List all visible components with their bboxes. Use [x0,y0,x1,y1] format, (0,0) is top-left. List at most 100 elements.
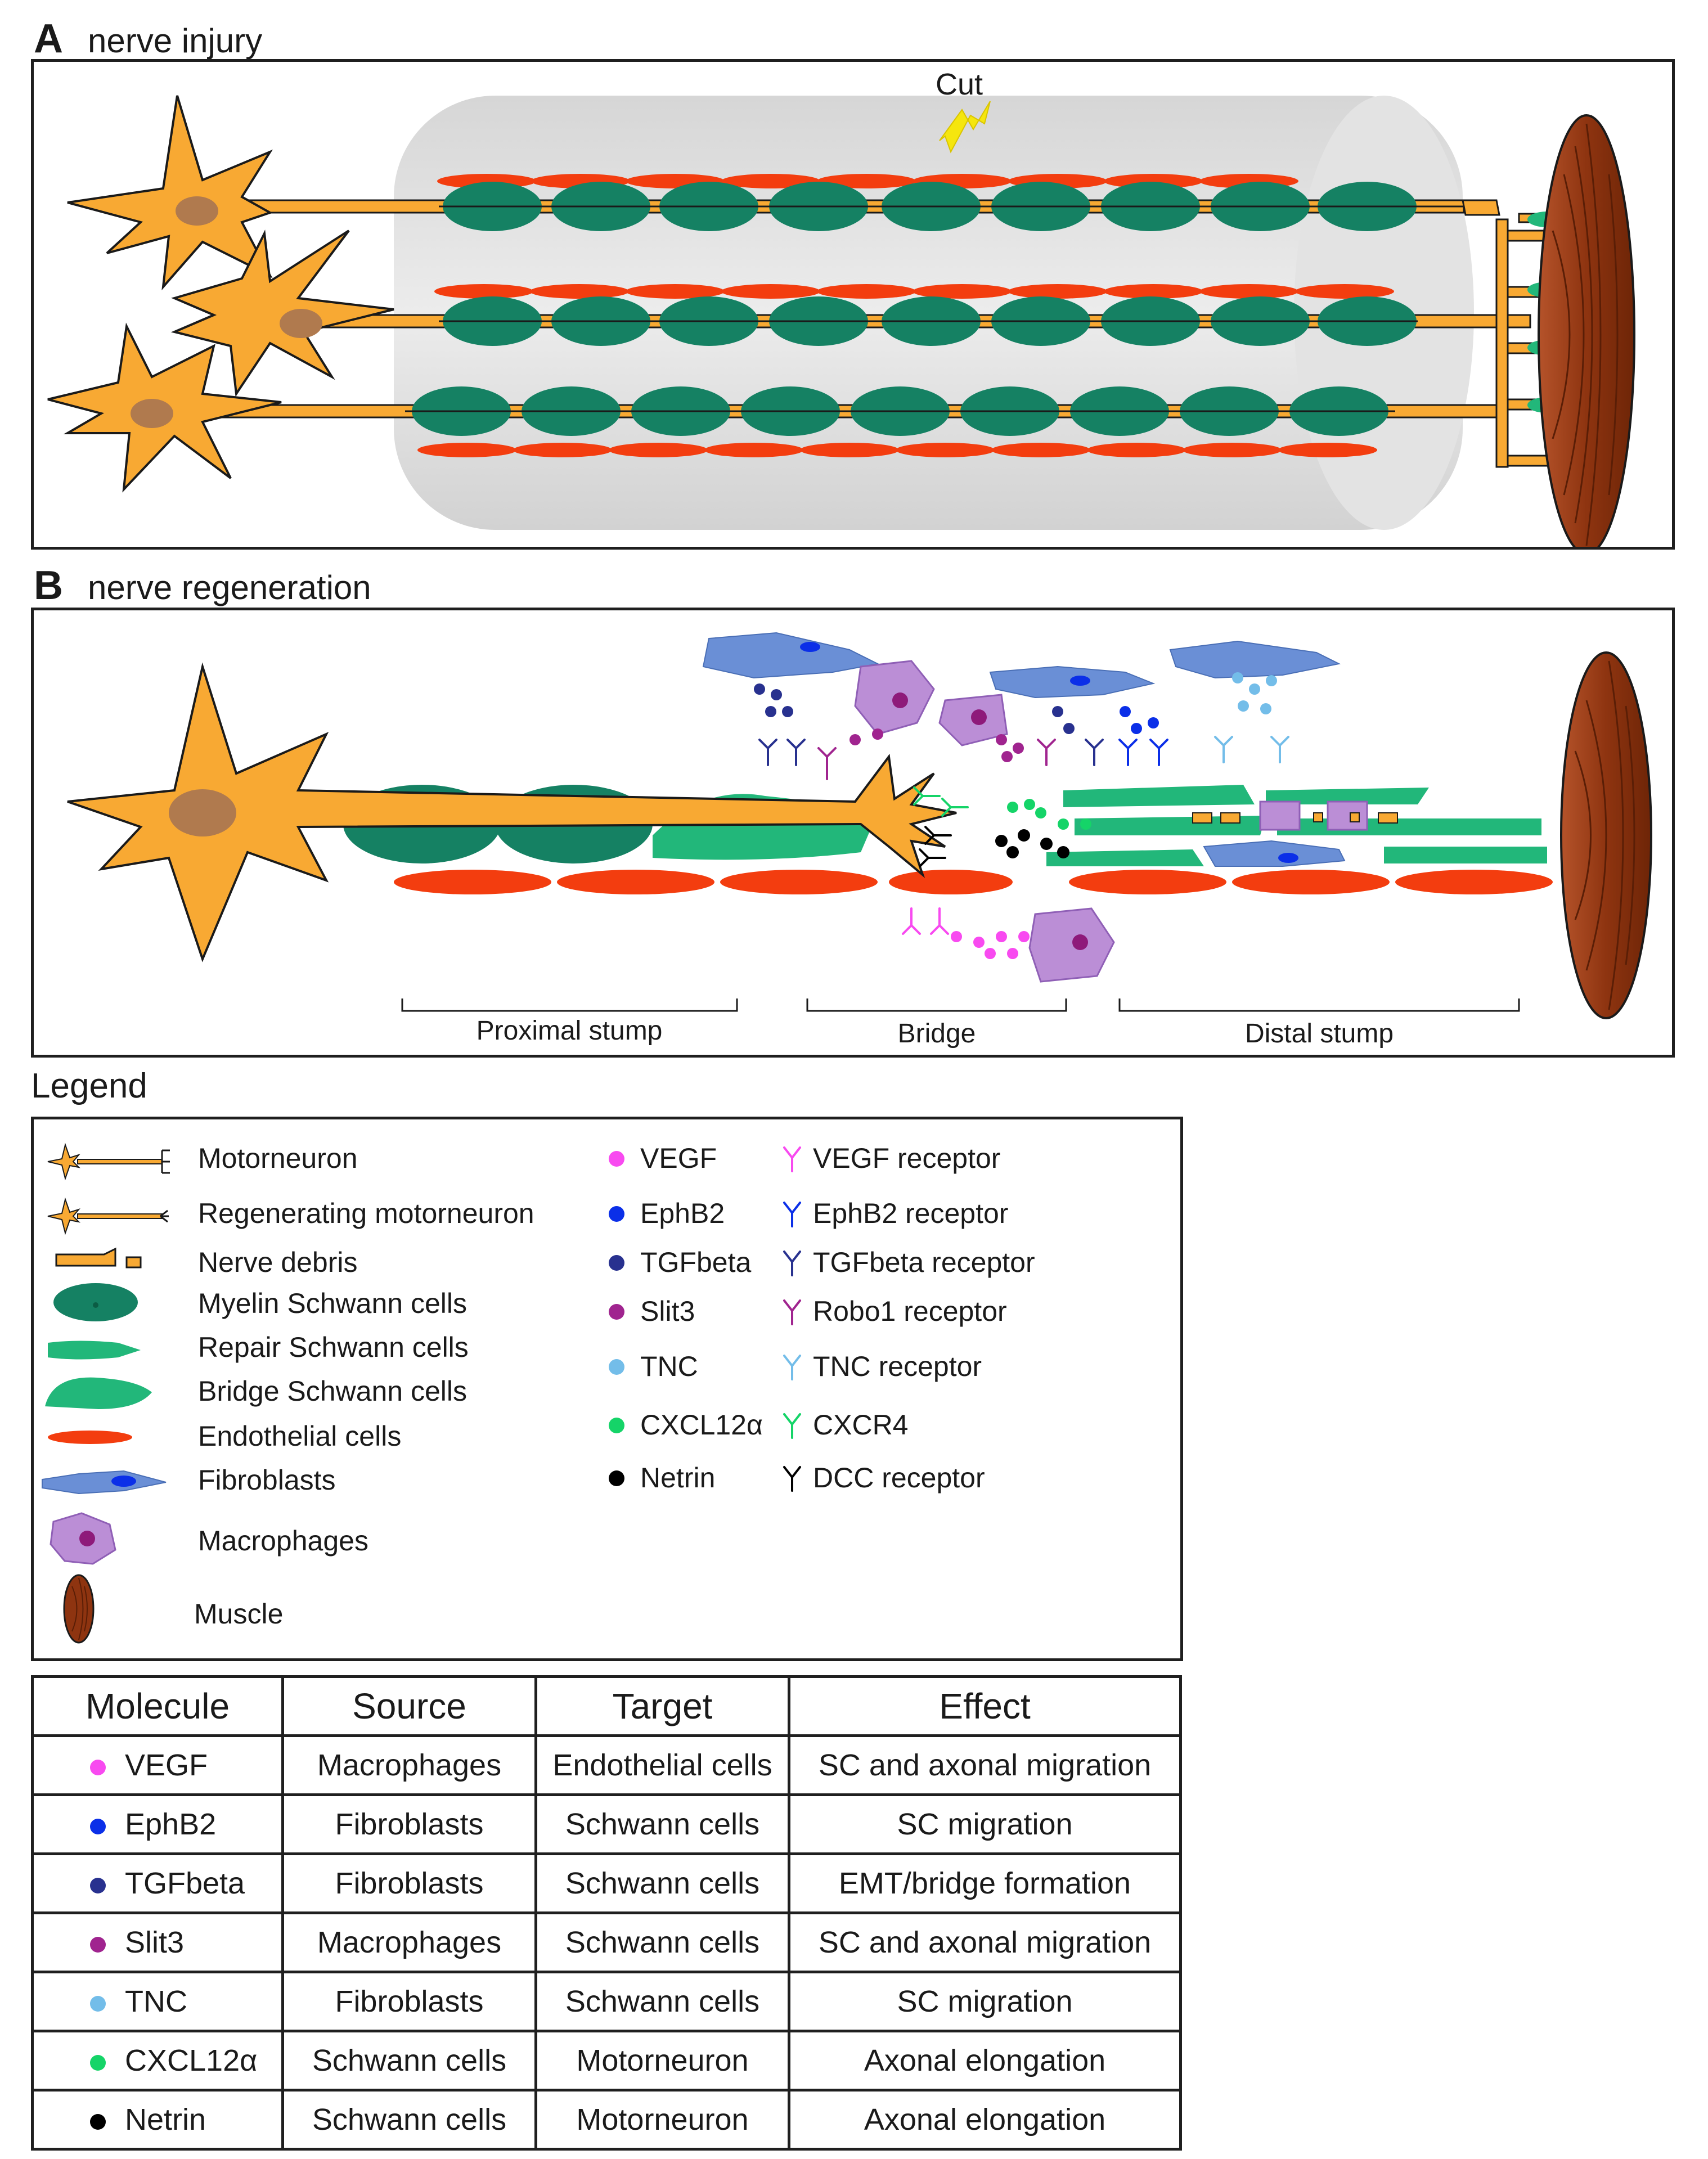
cell-source: Fibroblasts [281,1971,537,2032]
nerve-debris-icon [55,1247,142,1269]
myelin-schwann-cell-icon [53,1283,138,1321]
neuron-nuclei [131,196,322,428]
cell-effect: Axonal elongation [788,2089,1182,2151]
legend-receptor-label: VEGF receptor [813,1143,1001,1174]
cell-effect: Axonal elongation [788,2030,1182,2091]
legend-nerve-debris: Nerve debris [198,1247,358,1278]
ephb2-molecules [1120,706,1159,734]
cell-molecule: TGFbeta [31,1852,284,1914]
vegf-molecules [951,931,1030,959]
nerve-debris [1192,812,1398,824]
legend-regenerating-motorneuron: Regenerating motorneuron [198,1198,534,1229]
cell-target: Schwann cells [534,1852,790,1914]
muscle-icon [1538,114,1635,555]
cell-effect: SC migration [788,1793,1182,1855]
cell-effect: SC migration [788,1971,1182,2032]
molecule-dot [90,1759,106,1775]
panel-b-frame: Proximal stump Bridge Distal stump [31,608,1675,1058]
legend-frame [31,1117,1183,1661]
legend-endothelial-cells: Endothelial cells [198,1420,402,1452]
legend-receptor-icon [783,1251,801,1276]
neuron-nucleus [169,789,236,836]
header-source: Source [281,1675,537,1737]
panel-a-title: nerve injury [88,22,263,60]
endothelial-cells-row [394,870,1553,894]
region-distal-stump: Distal stump [1245,1019,1394,1049]
cell-source: Fibroblasts [281,1852,537,1914]
legend-tgfbeta-label: TGFbeta [640,1247,752,1278]
legend-ephb2-dot [609,1206,624,1222]
legend-motorneuron: Motorneuron [198,1143,358,1174]
endothelial-cells-row-3 [417,443,1377,457]
molecule-name: TGFbeta [125,1866,245,1900]
panel-b-letter: B [34,563,63,608]
legend-receptor-icon [783,1466,801,1492]
receptors [758,736,1289,935]
regenerating-motorneuron [67,662,957,962]
legend-repair-schwann-cells: Repair Schwann cells [198,1332,469,1363]
molecule-name: TNC [125,1985,187,2018]
region-proximal-stump: Proximal stump [477,1016,663,1046]
legend-tnc-label: TNC [640,1351,698,1382]
molecule-table: Molecule Source Target Effect VEGF Macrop… [31,1675,1182,2151]
legend-receptor-label: DCC receptor [813,1462,985,1494]
tgfbeta-molecules [754,683,1075,734]
legend-receptor-icon [783,1413,801,1439]
molecule-name: Netrin [125,2103,206,2136]
nerve-injury-diagram: Cut [47,68,1635,555]
legend-vegf-label: VEGF [640,1143,717,1174]
repair-schwann-cells [1046,785,1547,866]
molecule-dot [90,2113,106,2130]
molecule-dot [90,1936,106,1953]
legend-slit3-dot [609,1304,624,1320]
cell-effect: EMT/bridge formation [788,1852,1182,1914]
header-molecule: Molecule [31,1675,284,1737]
cell-source: Fibroblasts [281,1793,537,1855]
regenerating-motorneuron-icon [47,1197,169,1235]
molecule-dot [90,1877,106,1893]
cell-source: Schwann cells [281,2089,537,2151]
region-brackets [401,998,1520,1012]
legend-slit3-label: Slit3 [640,1296,695,1327]
myelin-schwann-cells [412,182,1417,436]
region-bridge: Bridge [898,1019,976,1049]
cell-molecule: TNC [31,1971,284,2032]
molecule-name: VEGF [125,1748,208,1782]
cell-target: Motorneuron [534,2089,790,2151]
cxcl12-molecules [1007,799,1091,830]
motorneuron-icon [47,1143,170,1181]
cut-lightning-icon [939,101,991,154]
molecule-name: Slit3 [125,1926,185,1959]
table-header-row: Molecule Source Target Effect [31,1675,1182,1737]
cell-target: Schwann cells [534,1971,790,2032]
legend-tgfbeta-dot [609,1255,624,1271]
legend-receptor-icon [783,1146,801,1172]
cut-label: Cut [936,68,983,101]
legend-ephb2-label: EphB2 [640,1198,725,1229]
legend-cxcl12-dot [609,1418,624,1433]
cell-molecule: VEGF [31,1734,284,1796]
legend-vegf-dot [609,1151,624,1167]
legend-receptor-icon [783,1202,801,1227]
nerve-regeneration-diagram: Proximal stump Bridge Distal stump [67,632,1652,1049]
cell-molecule: CXCL12α [31,2030,284,2091]
cell-target: Schwann cells [534,1793,790,1855]
cell-effect: SC and axonal migration [788,1911,1182,1973]
legend-tnc-dot [609,1359,624,1375]
cell-source: Schwann cells [281,2030,537,2091]
legend-receptor-icon [783,1299,801,1325]
legend-cxcl12-label: CXCL12α [640,1409,763,1441]
legend-receptor-label: Robo1 receptor [813,1296,1007,1327]
motorneuron-cells [47,95,394,493]
cell-source: Macrophages [281,1734,537,1796]
macrophage-icon [50,1512,116,1565]
legend-receptor-label: TNC receptor [813,1351,982,1382]
cell-effect: SC and axonal migration [788,1734,1182,1796]
panel-a-letter: A [34,16,63,61]
cell-target: Motorneuron [534,2030,790,2091]
legend-fibroblasts: Fibroblasts [198,1464,336,1496]
